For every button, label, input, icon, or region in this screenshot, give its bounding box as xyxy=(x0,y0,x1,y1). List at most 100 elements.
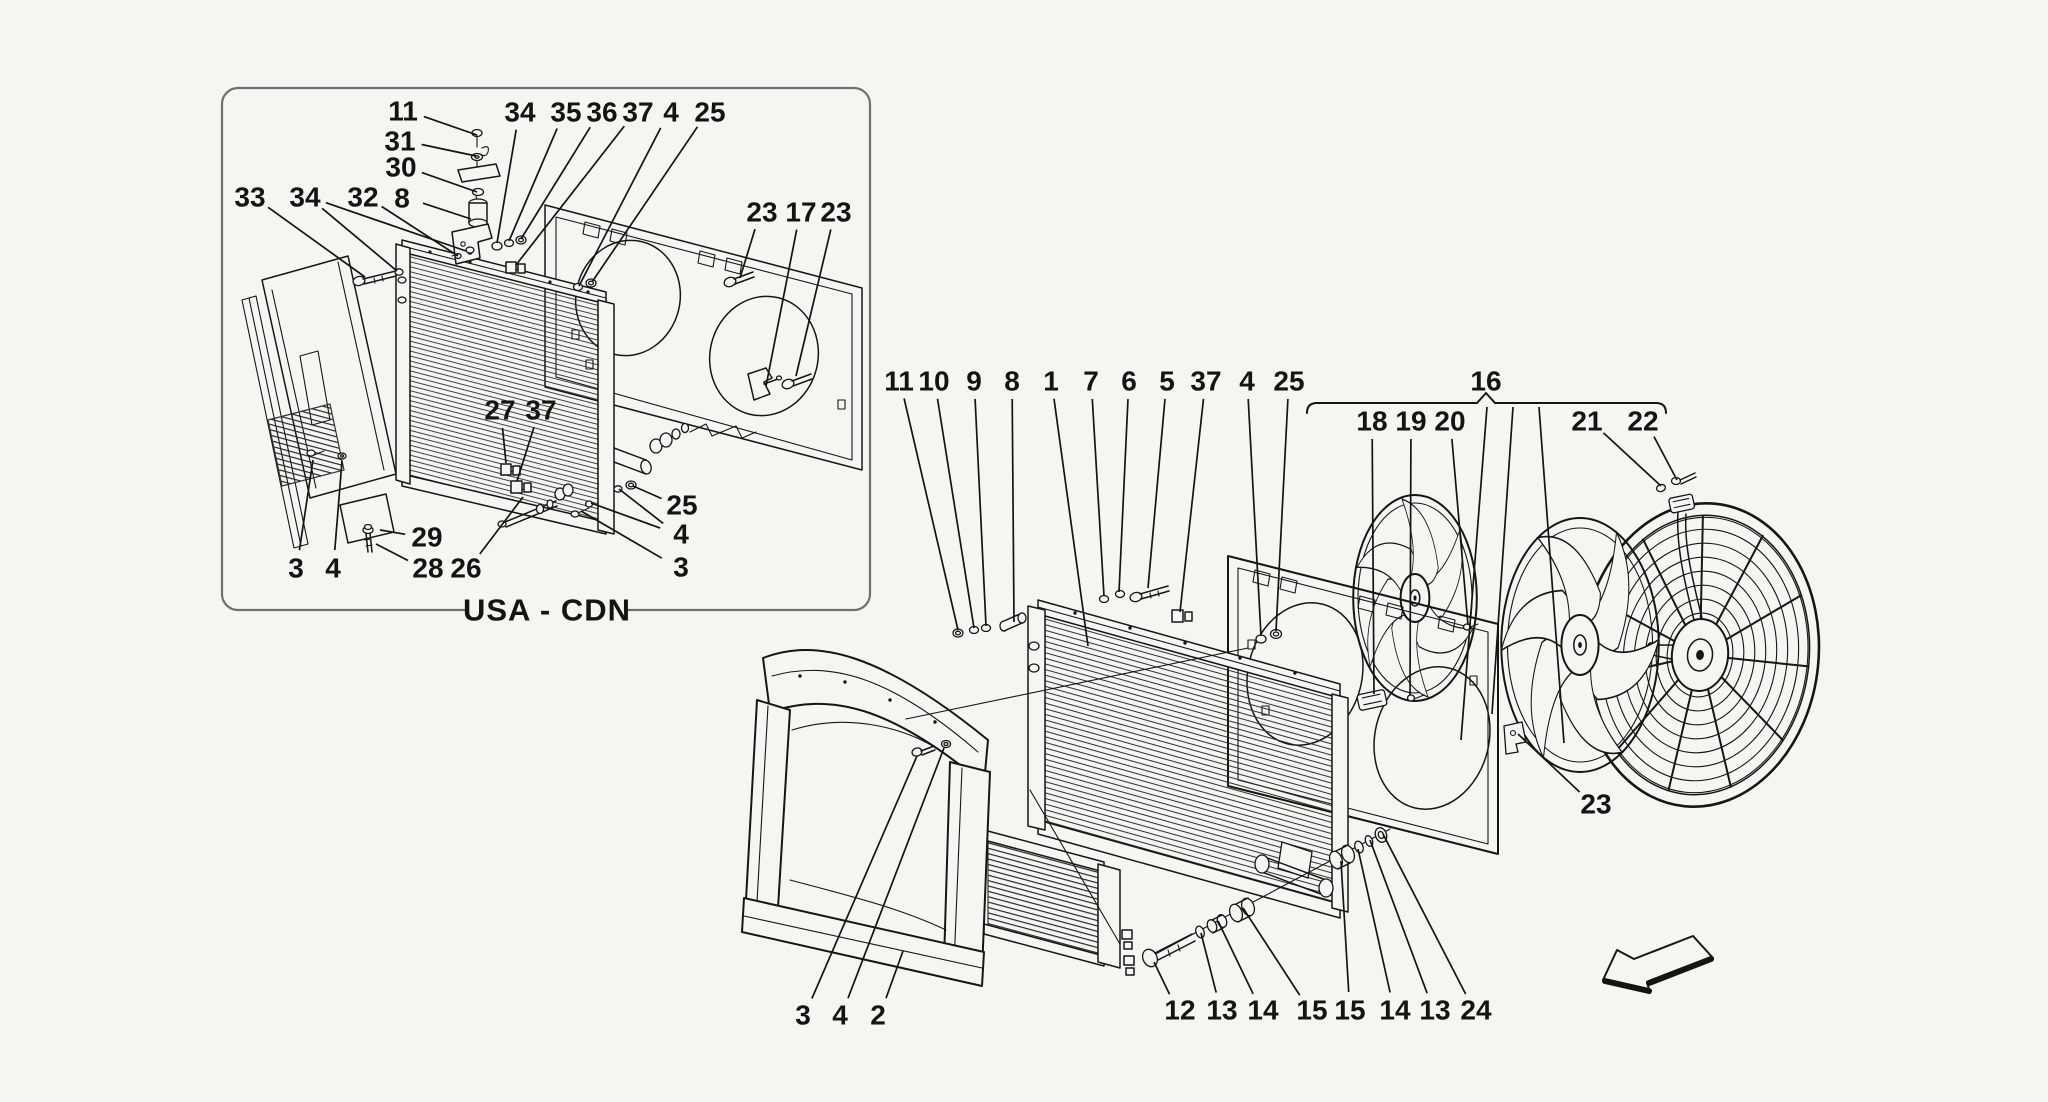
shroud-drawing xyxy=(741,647,1249,987)
callout-label-17: 17 xyxy=(785,197,816,228)
callout-label-29: 29 xyxy=(411,522,442,553)
callout-label-16: 16 xyxy=(1470,366,1501,397)
callout-label-34: 34 xyxy=(289,182,321,213)
callout-label-11: 11 xyxy=(388,96,418,127)
inset-caption: USA - CDN xyxy=(463,593,631,628)
leader-line xyxy=(267,206,366,278)
leader-line xyxy=(1200,932,1218,993)
leader-line xyxy=(375,543,409,562)
callout-label-26: 26 xyxy=(450,553,481,584)
callout-label-31: 31 xyxy=(384,126,415,157)
leader-line xyxy=(1217,920,1254,995)
group16-leader-line xyxy=(1538,406,1565,744)
callout-label-19: 19 xyxy=(1395,406,1426,437)
leader-line xyxy=(321,207,398,272)
callout-label-37: 37 xyxy=(622,97,653,128)
callout-label-22: 22 xyxy=(1627,406,1658,437)
leader-line xyxy=(325,201,467,252)
callout-label-3: 3 xyxy=(795,1000,811,1031)
leader-line xyxy=(1409,438,1412,696)
leader-line xyxy=(501,427,507,464)
leader-line xyxy=(516,426,535,482)
frame-bracket xyxy=(1503,721,1527,755)
callout-label-30: 30 xyxy=(385,152,416,183)
callout-label-5: 5 xyxy=(1159,366,1175,397)
group16-brace: 16 xyxy=(1306,366,1667,414)
callout-label-6: 6 xyxy=(1121,366,1137,397)
leader-line xyxy=(1053,398,1089,647)
leader-line xyxy=(1118,398,1129,593)
callout-label-20: 20 xyxy=(1434,406,1465,437)
leader-line xyxy=(379,529,406,536)
usa-cdn-inset: USA - CDN 113130333432834353637425231723… xyxy=(220,86,872,628)
radiator-drawing xyxy=(952,585,1349,919)
callout-label-23: 23 xyxy=(746,197,777,228)
caption-backing xyxy=(468,592,626,628)
callout-label-34: 34 xyxy=(504,97,536,128)
leader-line xyxy=(936,398,975,629)
leader-line xyxy=(739,228,756,279)
callout-label-27: 27 xyxy=(484,395,515,426)
callout-label-4: 4 xyxy=(1239,366,1255,397)
leader-line xyxy=(591,126,699,283)
callout-label-12: 12 xyxy=(1164,995,1195,1026)
callout-label-15: 15 xyxy=(1334,995,1365,1026)
fan-frame-drawing xyxy=(1227,555,1527,855)
callout-label-13: 13 xyxy=(1206,995,1237,1026)
leader-line xyxy=(508,128,558,242)
callout-label-9: 9 xyxy=(966,366,982,397)
condenser-drawing xyxy=(983,789,1135,976)
callout-label-13: 13 xyxy=(1419,995,1450,1026)
leader-line xyxy=(479,496,524,555)
leader-line xyxy=(578,127,662,287)
leader-line xyxy=(1153,961,1171,995)
leader-line xyxy=(974,398,987,627)
leader-line xyxy=(885,950,904,999)
callout-label-21: 21 xyxy=(1571,406,1602,437)
leader-line xyxy=(496,129,518,244)
leader-line xyxy=(1242,907,1301,996)
leader-line xyxy=(1517,733,1581,793)
leader-line xyxy=(333,460,343,551)
callout-label-25: 25 xyxy=(694,97,725,128)
leader-line xyxy=(422,202,472,220)
leader-line xyxy=(423,115,478,136)
callout-label-23: 23 xyxy=(820,197,851,228)
leader-line xyxy=(811,755,918,999)
leader-line xyxy=(903,398,959,631)
callout-label-3: 3 xyxy=(288,553,304,584)
direction-arrow xyxy=(1602,935,1714,994)
callout-label-8: 8 xyxy=(394,183,410,214)
callout-label-35: 35 xyxy=(550,97,581,128)
leader-line xyxy=(1247,398,1262,637)
callout-label-24: 24 xyxy=(1460,995,1492,1026)
callout-label-15: 15 xyxy=(1296,995,1327,1026)
leader-line xyxy=(515,125,625,266)
leader-line xyxy=(1011,398,1015,623)
callout-label-3: 3 xyxy=(673,552,689,583)
leader-line xyxy=(618,488,664,525)
callout-label-25: 25 xyxy=(666,490,697,521)
leader-line xyxy=(765,229,798,387)
leader-line xyxy=(590,502,661,529)
group16-leader-line xyxy=(1460,406,1488,741)
callout-label-28: 28 xyxy=(412,553,443,584)
thermo-switch-connector xyxy=(1356,689,1388,711)
leader-line xyxy=(298,459,314,551)
callout-label-33: 33 xyxy=(234,182,265,213)
inset-shroud-drawing xyxy=(261,255,397,544)
leader-line xyxy=(847,747,945,999)
fan-impeller-large-drawing xyxy=(1494,518,1666,772)
callout-label-1: 1 xyxy=(1043,366,1059,397)
leader-line xyxy=(1451,438,1469,626)
callout-label-14: 14 xyxy=(1247,995,1279,1026)
callout-label-4: 4 xyxy=(832,1000,848,1031)
callout-label-10: 10 xyxy=(918,366,949,397)
callout-label-4: 4 xyxy=(673,519,689,550)
leader-line xyxy=(1357,848,1391,993)
callout-label-32: 32 xyxy=(347,182,378,213)
leader-line xyxy=(421,143,477,157)
